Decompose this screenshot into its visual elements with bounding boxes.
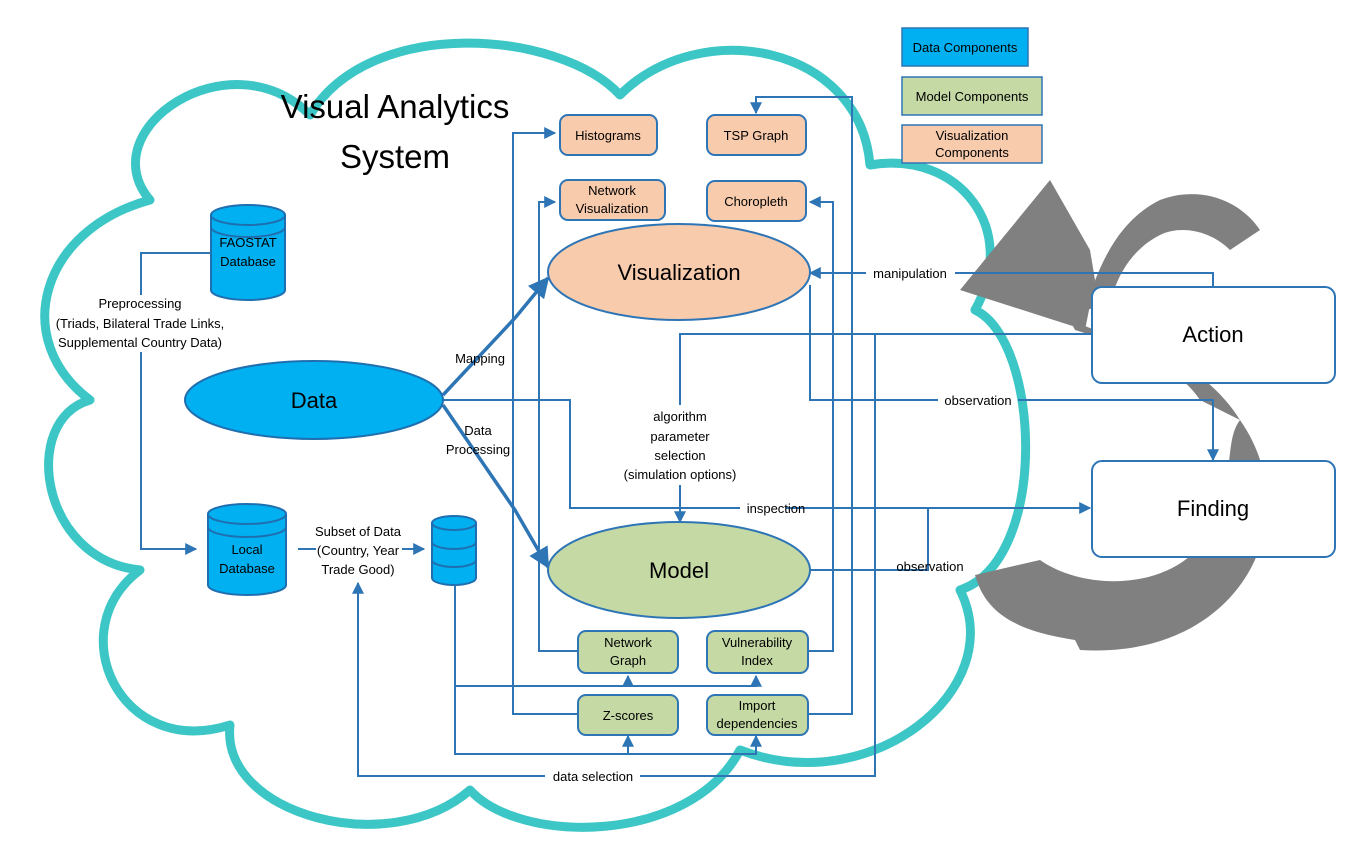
algorithm-label-4: (simulation options) [624,467,737,482]
legend: Data Components Model Components Visuali… [901,27,1043,164]
visualization-node-label: Visualization [617,260,740,285]
zscores-label: Z-scores [603,708,654,723]
cycle-arrow-icon [960,180,1268,651]
tsp-graph-box [706,114,807,156]
legend-data-label: Data Components [913,40,1018,55]
legend-vis-label-1: Visualization [936,128,1009,143]
import-label-2: dependencies [717,716,798,731]
legend-model-label: Model Components [916,89,1029,104]
vulnerability-label-2: Index [741,653,773,668]
network-graph-label-2: Graph [610,653,646,668]
data-node [184,360,444,440]
finding-node [1091,460,1336,558]
observation-top-label: observation [944,393,1011,408]
legend-model-swatch [901,76,1043,116]
manipulation-label: manipulation [873,266,947,281]
network-graph-box [577,630,679,674]
connectors [140,96,1219,777]
subset-label-3: Trade Good) [321,562,394,577]
finding-node-label: Finding [1177,496,1249,521]
algorithm-label-1: algorithm [653,409,706,424]
vulnerability-label-1: Vulnerability [722,635,793,650]
data-node-label: Data [291,388,338,413]
local-db-label-2: Database [219,561,275,576]
import-dependencies-box [706,694,809,736]
system-cloud [40,38,1031,832]
mapping-label: Mapping [455,351,505,366]
model-node [547,521,811,619]
data-processing-label-2: Processing [446,442,510,457]
action-node [1091,286,1336,384]
network-visualization-box [559,179,666,221]
legend-vis-label-2: Components [935,145,1009,160]
network-vis-label-2: Visualization [576,201,649,216]
preprocessing-label-2: (Triads, Bilateral Trade Links, [56,316,225,331]
local-database-icon [207,503,287,596]
subset-label-1: Subset of Data [315,524,402,539]
title-line1: Visual Analytics [281,88,510,125]
histograms-box [559,114,658,156]
network-vis-label-1: Network [588,183,636,198]
model-node-label: Model [649,558,709,583]
legend-vis-swatch [901,124,1043,164]
algorithm-label-3: selection [654,448,705,463]
faostat-database-icon [210,204,286,301]
data-processing-label-1: Data [464,423,492,438]
observation-bottom-label: observation [896,559,963,574]
legend-data-swatch [901,27,1029,67]
visualization-node [547,223,811,321]
action-node-label: Action [1182,322,1243,347]
local-db-label-1: Local [231,542,262,557]
title-line2: System [340,138,450,175]
inspection-label: inspection [747,501,806,516]
tsp-graph-label: TSP Graph [724,128,789,143]
preprocessing-label-1: Preprocessing [98,296,181,311]
subset-label-2: (Country, Year [317,543,400,558]
vulnerability-index-box [706,630,809,674]
subset-database-icon [431,515,477,586]
preprocessing-label-3: Supplemental Country Data) [58,335,222,350]
choropleth-label: Choropleth [724,194,788,209]
algorithm-label-2: parameter [650,429,710,444]
data-selection-label: data selection [553,769,633,784]
choropleth-box [706,180,807,222]
faostat-label-1: FAOSTAT [219,235,276,250]
network-graph-label-1: Network [604,635,652,650]
faostat-label-2: Database [220,254,276,269]
zscores-box [577,694,679,736]
histograms-label: Histograms [575,128,641,143]
import-label-1: Import [739,698,776,713]
